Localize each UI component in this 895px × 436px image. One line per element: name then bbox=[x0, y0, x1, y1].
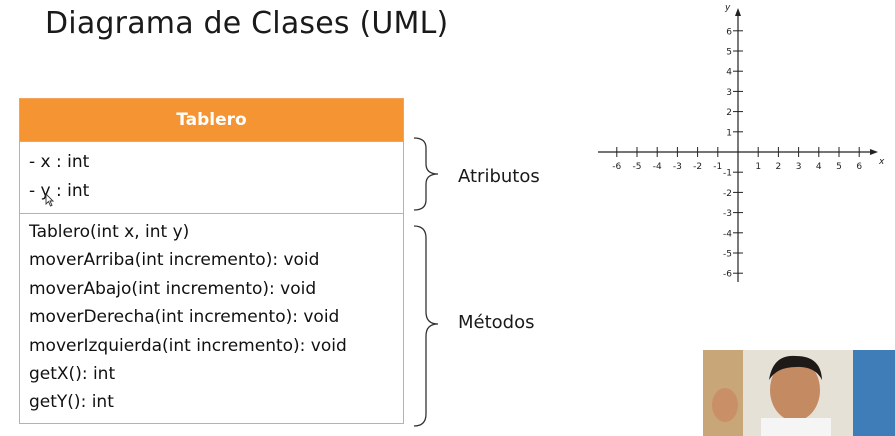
attribute-y: - y : int bbox=[29, 181, 90, 201]
y-tick-label: -6 bbox=[723, 270, 732, 280]
presenter-video bbox=[703, 350, 895, 436]
method-mover-arriba: moverArriba(int incremento): void bbox=[29, 250, 320, 271]
x-tick-label: 1 bbox=[755, 162, 761, 172]
x-tick-label: -2 bbox=[693, 162, 702, 172]
x-tick-label: 4 bbox=[816, 162, 822, 172]
y-tick-label: 5 bbox=[726, 48, 732, 58]
attributes-section: - x : int - y : int bbox=[20, 141, 403, 214]
slide-title: Diagrama de Clases (UML) bbox=[45, 6, 449, 41]
x-tick-label: -6 bbox=[612, 162, 621, 172]
method-get-y: getY(): int bbox=[29, 392, 114, 413]
x-tick-label: -3 bbox=[673, 162, 682, 172]
x-tick-label: 2 bbox=[776, 162, 782, 172]
methods-section: Tablero(int x, int y) moverArriba(int in… bbox=[20, 214, 403, 417]
x-tick-label: 3 bbox=[796, 162, 802, 172]
y-tick-label: -5 bbox=[723, 250, 732, 260]
method-constructor: Tablero(int x, int y) bbox=[29, 222, 190, 242]
x-tick-label: -5 bbox=[633, 162, 642, 172]
uml-class-box: Tablero - x : int - y : int Tablero(int … bbox=[19, 98, 404, 424]
y-tick-label: -1 bbox=[723, 169, 732, 179]
x-tick-label: -1 bbox=[713, 162, 722, 172]
x-axis-arrow-icon bbox=[870, 149, 878, 155]
metodos-label: Métodos bbox=[458, 312, 535, 333]
cartesian-plane: x y -6 -5 -4 -3 -2 -1 1 2 3 4 5 6 6 5 4 3 2 1 -1 -2 -3 -4 -5 -6 bbox=[598, 3, 885, 282]
webcam-overlay bbox=[703, 350, 895, 436]
x-axis-label: x bbox=[878, 157, 885, 167]
y-tick-label: 6 bbox=[726, 27, 732, 37]
attribute-x: - x : int bbox=[29, 152, 90, 172]
x-tick-label: 5 bbox=[836, 162, 842, 172]
y-tick-label: -3 bbox=[723, 209, 732, 219]
y-axis-arrow-icon bbox=[735, 8, 741, 16]
y-tick-label: 1 bbox=[726, 128, 732, 138]
methods-brace bbox=[413, 225, 439, 427]
mouse-cursor-icon bbox=[45, 193, 54, 207]
y-tick-label: 4 bbox=[726, 68, 732, 78]
x-tick-label: -4 bbox=[653, 162, 662, 172]
method-mover-derecha: moverDerecha(int incremento): void bbox=[29, 307, 340, 328]
method-get-x: getX(): int bbox=[29, 364, 116, 385]
method-mover-abajo: moverAbajo(int incremento): void bbox=[29, 278, 317, 299]
y-tick-label: -4 bbox=[723, 229, 732, 239]
x-tick-label: 6 bbox=[856, 162, 862, 172]
atributos-label: Atributos bbox=[458, 166, 540, 187]
y-axis-label: y bbox=[724, 3, 731, 13]
y-tick-label: 2 bbox=[726, 108, 732, 118]
method-mover-izquierda: moverIzquierda(int incremento): void bbox=[29, 335, 347, 356]
y-tick-label: 3 bbox=[726, 88, 732, 98]
class-name: Tablero bbox=[20, 99, 403, 141]
y-tick-label: -2 bbox=[723, 189, 732, 199]
attributes-brace bbox=[413, 137, 439, 211]
